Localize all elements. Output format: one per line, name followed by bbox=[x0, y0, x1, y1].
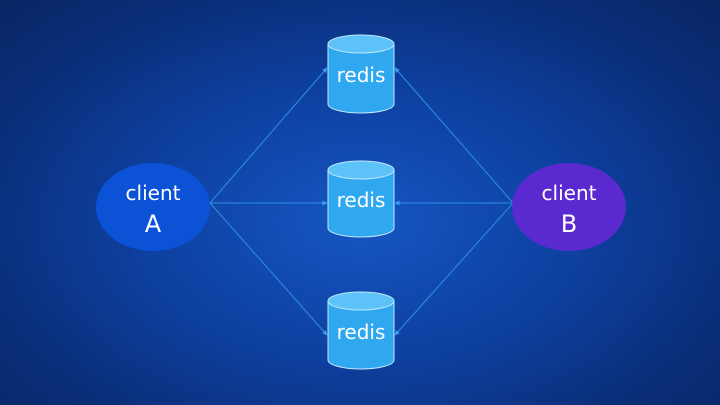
client-b-label-line1: client bbox=[542, 181, 597, 205]
redis-label: redis bbox=[337, 63, 386, 87]
redis-node-middle: redis bbox=[327, 160, 395, 238]
connector-b-to-redis-bottom bbox=[394, 202, 514, 336]
redis-cylinder-body bbox=[327, 300, 395, 370]
redis-cylinder-top bbox=[327, 34, 395, 54]
connector-a-to-redis-bottom bbox=[209, 202, 328, 336]
redis-label: redis bbox=[337, 188, 386, 212]
client-b-label-line2: B bbox=[561, 210, 577, 238]
client-b-node: client B bbox=[512, 163, 626, 251]
connectors-client-b bbox=[394, 67, 514, 336]
client-b-ellipse bbox=[512, 163, 626, 251]
connector-a-to-redis-top bbox=[209, 67, 328, 204]
redis-node-top: redis bbox=[327, 34, 395, 114]
connector-b-to-redis-top bbox=[394, 67, 514, 204]
redis-cylinder-body bbox=[327, 169, 395, 238]
redis-cylinder-body bbox=[327, 43, 395, 114]
redis-node-bottom: redis bbox=[327, 291, 395, 370]
client-a-label-line2: A bbox=[145, 210, 162, 238]
redis-label: redis bbox=[337, 320, 386, 344]
client-a-ellipse bbox=[96, 163, 210, 251]
connectors-client-a bbox=[209, 67, 328, 336]
client-a-node: client A bbox=[96, 163, 210, 251]
redis-cylinder-top bbox=[327, 291, 395, 311]
redis-cylinder-top bbox=[327, 160, 395, 180]
client-a-label-line1: client bbox=[126, 181, 181, 205]
